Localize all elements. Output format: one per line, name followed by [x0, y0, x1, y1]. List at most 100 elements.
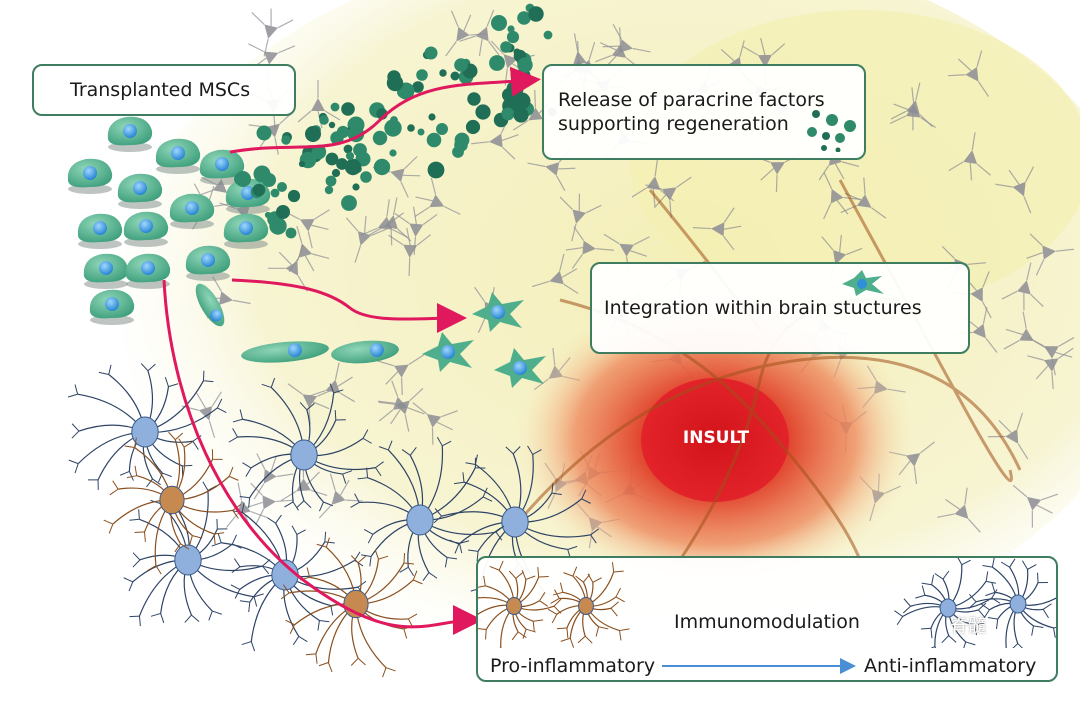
- migrating-cells: [195, 283, 399, 364]
- msc-cell-icon: [422, 332, 474, 372]
- paracrine-dot-icon: [465, 119, 481, 135]
- msc-cell-icon: [83, 253, 129, 289]
- integration-label: Integration within brain stuctures: [604, 297, 922, 319]
- paracrine-dot-icon: [276, 205, 290, 219]
- anti-inflammatory-label: Anti-inflammatory: [864, 655, 1037, 677]
- paracrine-dot-icon: [264, 211, 272, 219]
- paracrine-dot-icon: [252, 183, 266, 197]
- paracrine-dot-icon: [336, 125, 350, 139]
- paracrine-dot-icon: [389, 149, 397, 157]
- paracrine-dot-icon: [311, 144, 327, 160]
- msc-cell-icon: [123, 211, 169, 247]
- paracrine-dot-icon: [506, 30, 520, 44]
- paracrine-dot-icon: [436, 123, 448, 135]
- paracrine-dot-icon: [491, 15, 507, 31]
- paracrine-dot-icon: [807, 110, 856, 152]
- paracrine-factors: [234, 3, 557, 239]
- paracrine-dot-icon: [262, 173, 276, 187]
- watermark: 脊髓: [950, 616, 986, 636]
- paracrine-dot-icon: [416, 69, 428, 81]
- transplanted-label: Transplanted MSCs: [70, 79, 251, 101]
- paracrine-dot-icon: [341, 102, 355, 116]
- integrated-msc-cells: [422, 292, 546, 388]
- paracrine-dot-icon: [507, 25, 515, 33]
- paracrine-dot-icon: [341, 195, 357, 211]
- paracrine-dot-icon: [270, 188, 280, 198]
- paracrine-dot-icon: [324, 185, 334, 195]
- paracrine-dot-icon: [285, 227, 297, 239]
- paracrine-dot-icon: [373, 158, 391, 176]
- arrow-to-immunomodulation: [162, 279, 483, 636]
- paracrine-dot-icon: [287, 189, 301, 203]
- paracrine-dot-icon: [235, 171, 251, 187]
- paracrine-dot-icon: [344, 158, 362, 176]
- microglia-icon: [67, 363, 227, 490]
- paracrine-dot-icon: [417, 128, 425, 136]
- paracrine-dot-icon: [454, 58, 468, 72]
- paracrine-dot-icon: [384, 119, 402, 137]
- paracrine-dot-icon: [528, 6, 544, 22]
- paracrine-dot-icon: [450, 71, 460, 81]
- microglia-icon: [547, 562, 630, 648]
- paracrine-dot-icon: [475, 104, 491, 120]
- msc-cell-icon: [472, 292, 524, 332]
- insult-label: INSULT: [682, 428, 750, 448]
- paracrine-dot-icon: [412, 81, 424, 93]
- paracrine-dot-icon: [489, 55, 505, 71]
- paracrine-dot-icon: [424, 46, 438, 60]
- msc-cell-icon: [185, 245, 231, 281]
- arrow-to-integration: [231, 278, 467, 334]
- msc-cell-icon: [125, 253, 171, 289]
- paracrine-dot-icon: [352, 183, 360, 191]
- msc-cluster: [67, 116, 271, 325]
- immuno-cell-icons: [478, 558, 1056, 648]
- paracrine-dot-icon: [298, 160, 306, 168]
- msc-cell-icon: [199, 149, 245, 185]
- paracrine-dot-icon: [343, 144, 353, 154]
- paracrine-dot-icon: [513, 92, 531, 110]
- immunomodulation-title: Immunomodulation: [674, 611, 860, 633]
- transition-arrow: [662, 658, 856, 674]
- paracrine-dot-icon: [501, 107, 515, 121]
- microglia-icon: [478, 560, 562, 648]
- paracrine-dot-icon: [305, 126, 321, 142]
- arrows: [162, 66, 541, 636]
- paracrine-dot-icon: [427, 161, 445, 179]
- microglia-icon: [968, 558, 1056, 648]
- paracrine-dot-icon: [331, 168, 341, 178]
- paracrine-dot-icon: [386, 74, 404, 92]
- paracrine-dot-icon: [277, 182, 287, 192]
- paracrine-dot-icon: [256, 125, 272, 141]
- paracrine-dot-icon: [360, 171, 372, 183]
- msc-cell-icon: [842, 270, 884, 296]
- paracrine-dot-icon: [428, 113, 436, 121]
- msc-cell-icon: [107, 116, 153, 152]
- paracrine-dot-icon: [513, 107, 529, 123]
- paracrine-dot-icon: [543, 30, 553, 40]
- microglia-icon: [228, 377, 384, 512]
- paracrine-dot-icon: [500, 41, 512, 53]
- paracrine-dot-icon: [345, 151, 355, 161]
- paracrine-dot-icon: [319, 115, 329, 125]
- paracrine-dot-icon: [281, 135, 291, 145]
- integration-box: Integration within brain stuctures: [590, 262, 970, 354]
- paracrine-dot-icon: [467, 92, 481, 106]
- microglia-icon: [433, 445, 599, 603]
- microglia-icon: [350, 436, 505, 581]
- msc-cell-icon: [169, 193, 215, 229]
- paracrine-line2: supporting regeneration: [558, 113, 789, 135]
- microglia-icon: [103, 431, 242, 575]
- immunomodulation-box: Immunomodulation Pro-inflammatory Anti-i…: [476, 556, 1058, 682]
- paracrine-box: Release of paracrine factors supporting …: [542, 64, 866, 160]
- msc-cell-icon: [494, 348, 546, 388]
- paracrine-dot-icon: [328, 121, 336, 129]
- microglia-cells: [67, 363, 599, 678]
- paracrine-dot-icon: [439, 69, 447, 77]
- msc-cell-icon: [155, 138, 201, 174]
- transplanted-msc-box: Transplanted MSCs: [32, 64, 296, 116]
- paracrine-dot-icon: [325, 152, 339, 166]
- msc-cell-icon: [89, 289, 135, 325]
- paracrine-dot-icon: [325, 175, 337, 187]
- paracrine-dot-icon: [407, 124, 415, 132]
- paracrine-dot-icon: [452, 146, 464, 158]
